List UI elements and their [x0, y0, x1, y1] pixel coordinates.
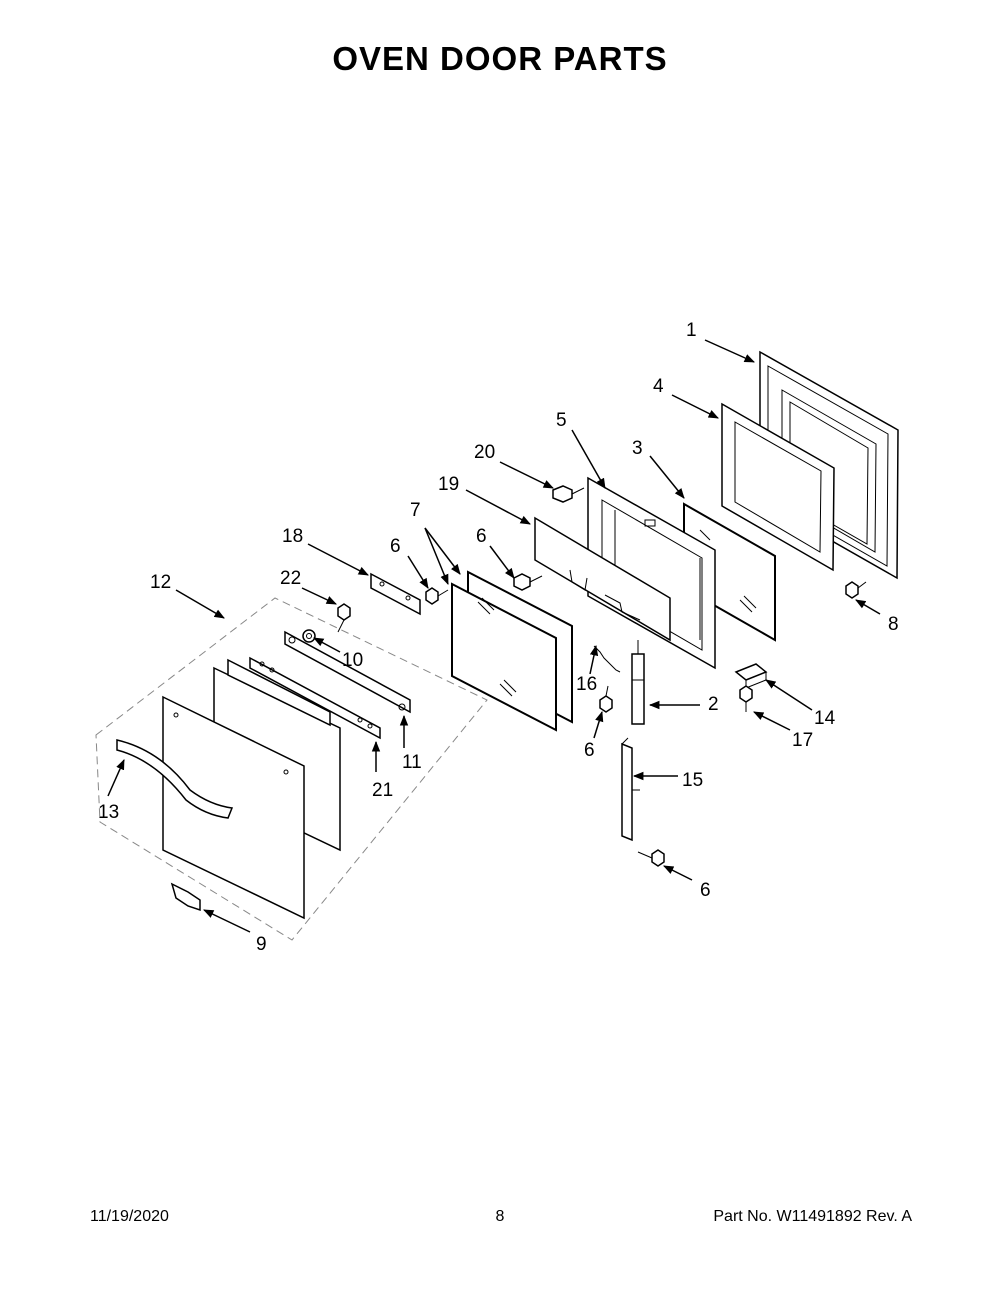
part-19-vent-channel: [534, 516, 671, 642]
callout-14: 14: [814, 708, 836, 729]
callout-13: 13: [98, 802, 119, 823]
part-2-hinge: [631, 640, 645, 725]
callout-6a: 6: [476, 526, 487, 547]
callout-17: 17: [792, 730, 813, 751]
part-11-handle-mount: [284, 630, 411, 714]
page-title: OVEN DOOR PARTS: [332, 40, 668, 77]
part-21-trim: [249, 656, 381, 740]
part-6-screw: [513, 573, 543, 591]
part-13-handle: [116, 739, 234, 819]
callout-6d: 6: [700, 880, 711, 901]
footer-date: 11/19/2020: [90, 1208, 169, 1225]
callout-6c: 6: [584, 740, 595, 761]
callout-1: 1: [686, 320, 697, 341]
outer-door-assembly-outline: [95, 597, 488, 941]
callout-4: 4: [653, 376, 664, 397]
part-14-bracket: [734, 663, 768, 689]
callout-labels: 1 4 5 3 20 19 7 6 18 6 12 22 10 16 2 14 …: [98, 320, 899, 955]
part-6-screw-3: [599, 685, 613, 713]
footer-page-number: 8: [495, 1208, 505, 1225]
callout-12: 12: [150, 572, 171, 593]
callout-5: 5: [556, 410, 567, 431]
callout-15: 15: [682, 770, 703, 791]
callout-21: 21: [372, 780, 393, 801]
callout-22: 22: [280, 568, 301, 589]
footer-part-number: Part No. W11491892 Rev. A: [713, 1208, 912, 1225]
part-20-screw: [552, 485, 585, 503]
callout-9: 9: [256, 934, 267, 955]
part-18-bracket: [370, 572, 421, 616]
part-17-screw: [739, 685, 753, 712]
callout-20: 20: [474, 442, 495, 463]
callout-11: 11: [402, 752, 422, 773]
callout-3: 3: [632, 438, 643, 459]
part-6-screw-4: [637, 849, 665, 867]
part-22-screw: [337, 603, 351, 633]
part-10-spacer: [302, 629, 316, 643]
part-6-screw-2: [425, 587, 449, 605]
callout-2: 2: [708, 694, 719, 715]
part-8-screw: [845, 581, 867, 599]
leader-lines: [107, 339, 881, 933]
part-16-spring: [593, 645, 621, 673]
part-4-door-gasket: [721, 402, 835, 572]
part-5-inner-door-liner: [587, 476, 716, 670]
part-15-hinge-receiver: [621, 737, 640, 842]
callout-16: 16: [576, 674, 597, 695]
outer-door-panels: [162, 658, 341, 920]
callout-19: 19: [438, 474, 459, 495]
part-9-badge: [170, 882, 201, 912]
callout-7: 7: [410, 500, 421, 521]
callout-18: 18: [282, 526, 303, 547]
callout-6b: 6: [390, 536, 401, 557]
callout-10: 10: [342, 650, 363, 671]
part-7-door-glass: [451, 570, 573, 732]
callout-8: 8: [888, 614, 899, 635]
